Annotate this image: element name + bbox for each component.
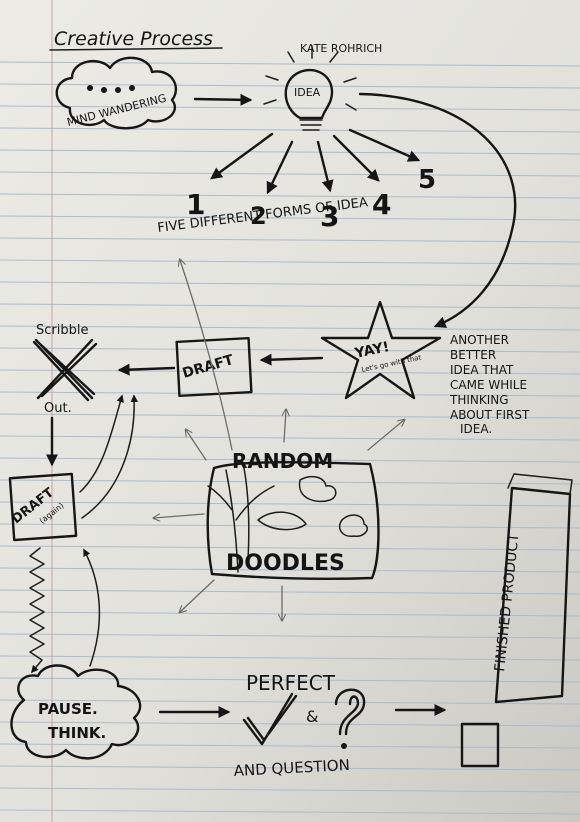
random-label: RANDOM [232,449,333,473]
ruled-line [0,237,580,243]
scribble-label: Scribble [36,323,88,338]
thought-dot [129,85,135,91]
ruled-line [0,765,580,771]
note-line: IDEA. [460,422,492,436]
thought-dot [87,85,93,91]
ruled-line [0,501,580,507]
yay-label: YAY! [353,339,391,362]
question-dot [341,743,347,749]
scribble-x-icon [32,338,98,402]
ruled-line [0,699,580,705]
checkmark-icon [242,692,298,746]
ruled-line [0,479,580,485]
exclamation-box [460,722,500,768]
thought-dot [101,87,107,93]
ruled-line [0,303,580,309]
title-underline [49,47,223,51]
ruled-line [0,743,580,749]
out-label: Out. [44,401,72,416]
lightbulb-icon: IDEA [263,45,357,131]
note-line: ANOTHER [450,333,509,347]
thought-dot [115,87,121,93]
ruled-line [0,325,580,331]
ruled-line [0,611,580,617]
perfect-label: PERFECT [246,671,336,695]
ruled-line [0,721,580,727]
ruled-line [0,149,580,155]
arrow-draft-to-scribble [117,363,176,376]
form-number: 5 [418,165,436,195]
arrow-pause-to-draft-again [83,548,101,667]
question-mark-icon [334,688,366,736]
ruled-line [0,435,580,441]
ruled-line [0,655,580,661]
form-number: 1 [186,188,205,221]
ruled-line [0,523,580,529]
note-line: ABOUT FIRST [450,408,530,422]
ruled-line [0,259,580,265]
random-doodles: RANDOM DOODLES [206,449,380,580]
idea-to-forms-arrows [210,128,421,195]
idea-forms: 1 2 3 4 5 [186,165,436,233]
form-number: 3 [320,200,339,233]
arrow-draft-again-to-draft [81,394,139,519]
ruled-line [0,589,580,595]
ruled-line [0,61,580,67]
ruled-line [0,787,580,793]
doodles-label: DOODLES [226,551,345,576]
page-title: Creative Process [54,28,213,50]
note-line: CAME WHILE [450,378,527,392]
arrow-star-to-draft [259,353,324,366]
ruled-line [0,413,580,419]
idea-label: IDEA [294,86,321,99]
arrow-idea-to-star [358,92,517,328]
doodle-rays [154,260,404,620]
ruled-line [0,281,580,287]
ruled-line [0,171,580,177]
ruled-line [0,457,580,463]
arrow-mind-to-idea [193,93,253,106]
ruled-line [0,567,580,573]
ruled-line [0,347,580,353]
arrow-draft-again-to-draft [79,394,124,493]
ruled-lines [0,61,580,815]
ruled-line [0,127,580,133]
ruled-line [0,633,580,639]
author-name: KATE ROHRICH [300,42,382,55]
form-number: 2 [250,202,267,230]
another-idea-note: ANOTHER BETTER IDEA THAT CAME WHILE THIN… [449,333,530,436]
ruled-line [0,193,580,199]
perfect-and-question: PERFECT & AND QUESTION [233,671,366,780]
scribble-out: Scribble Out. [32,323,98,416]
ruled-line [0,545,580,551]
ruled-line [0,809,580,815]
ruled-line [0,83,580,89]
note-line: BETTER [450,348,496,362]
pause-think-cloud: PAUSE. THINK. [10,664,142,760]
ruled-line [0,215,580,221]
note-line: THINKING [449,393,509,407]
ruled-line [0,369,580,375]
ruled-line [0,391,580,397]
think-label: THINK. [48,724,106,742]
ruled-line [0,677,580,683]
squiggle-connector [29,547,45,674]
pause-label: PAUSE. [38,700,98,718]
form-number: 4 [372,188,391,221]
ampersand: & [306,707,318,726]
note-line: IDEA THAT [450,363,514,377]
